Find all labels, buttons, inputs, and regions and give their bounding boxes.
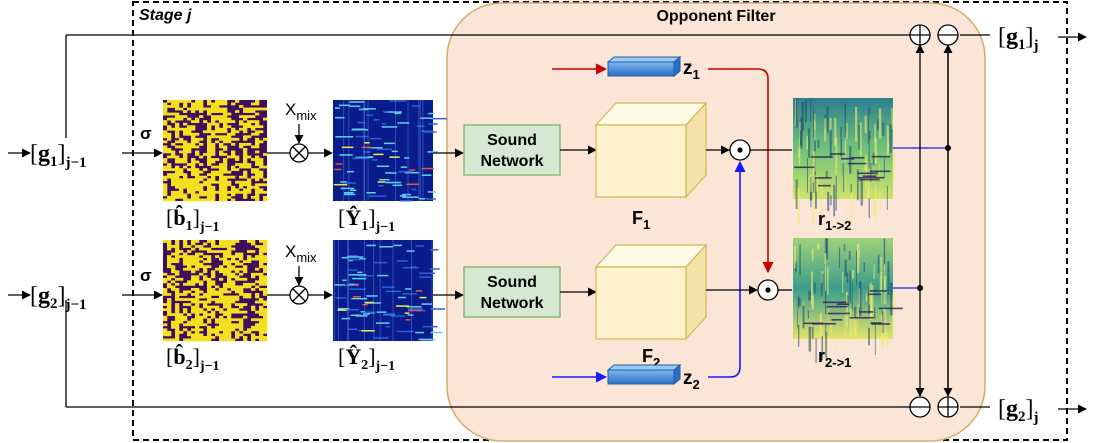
spec-label-y1: [Ŷ1]j−1 [338,205,395,235]
xmix-label-1: Xmix [285,100,317,123]
z1-block [606,55,682,78]
multiply-node-1 [289,143,309,163]
sound-network-2-line2: Network [480,295,543,312]
subtract-node-g1 [937,24,959,46]
residual-image-r12 [793,98,896,225]
z2-to-op1-path [708,160,746,378]
mask-image-b1 [163,100,268,202]
sound-network-2-line1: Sound [487,274,537,291]
dot-product-node-1 [729,139,751,161]
sound-network-1-line2: Network [480,153,543,170]
feature-label-f2: F2 [642,346,660,370]
mask-label-b1: [b̂1]j−1 [166,205,220,235]
output-g2-label: [g2]j [998,396,1039,426]
output-g1-label: [g1]j [998,24,1039,54]
subtract-node-g2 [909,396,931,418]
sigma-label-2: σ [140,266,152,285]
input-g1-label: [g1]j−1 [30,141,87,171]
feature-cube-f2 [594,243,708,341]
xmix-label-2: Xmix [285,242,317,265]
stage-label: Stage j [139,7,192,24]
sound-network-2: Sound Network [463,266,561,318]
dot-product-node-2 [757,279,779,301]
sigma-label-1: σ [140,124,152,143]
z2-label: z2 [683,368,700,392]
residual-image-r21 [793,238,903,374]
mask-image-b2 [163,240,268,342]
input-g2-label: [g2]j−1 [30,283,87,313]
sound-network-1: Sound Network [463,124,561,176]
z2-block [606,363,682,386]
add-node-g2 [937,396,959,418]
spectrogram-y2 [333,240,446,341]
sound-network-1-line1: Sound [487,132,537,149]
residual-label-r21: r2->1 [818,346,851,370]
residual-label-r12: r1->2 [818,209,851,233]
feature-cube-f1 [594,101,708,199]
add-node-g1 [909,24,931,46]
opponent-filter-label: Opponent Filter [656,8,775,25]
multiply-node-2 [289,285,309,305]
spectrogram-y1 [333,100,447,202]
z1-label: z1 [683,58,700,82]
feature-label-f1: F1 [632,208,650,232]
mask-label-b2: [b̂2]j−1 [166,344,220,374]
stage-boundary [132,1,1068,441]
spec-label-y2: [Ŷ2]j−1 [338,344,395,374]
z1-to-op2-path [708,68,774,274]
